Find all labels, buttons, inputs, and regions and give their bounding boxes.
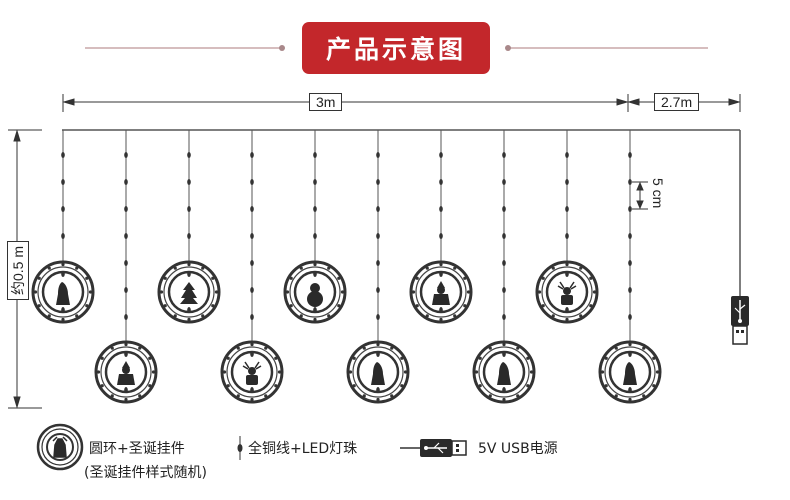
ornament-ring xyxy=(94,340,158,404)
led-bead xyxy=(187,233,191,239)
led-bead xyxy=(502,287,506,293)
page-title: 产品示意图 xyxy=(302,22,490,74)
led-bead xyxy=(187,179,191,185)
ornament-ring xyxy=(346,340,410,404)
led-bead xyxy=(313,233,317,239)
width-dimension xyxy=(62,94,741,112)
led-bead xyxy=(250,152,254,158)
led-bead xyxy=(124,152,128,158)
ornament-ring xyxy=(220,340,284,404)
led-bead xyxy=(376,314,380,320)
led-bead xyxy=(250,233,254,239)
snowman-icon xyxy=(307,283,323,307)
led-bead xyxy=(502,179,506,185)
height-label: 约0.5 m xyxy=(7,240,29,300)
ornament-ring xyxy=(535,260,599,324)
led-strands xyxy=(31,130,662,404)
spacing-label: 5 cm xyxy=(650,178,666,209)
title-right-dot xyxy=(505,45,511,51)
legend-wire-icon xyxy=(237,436,243,460)
title-left-dot xyxy=(279,45,285,51)
led-bead xyxy=(124,206,128,212)
led-bead xyxy=(439,233,443,239)
ornament-ring xyxy=(157,260,221,324)
led-bead xyxy=(376,152,380,158)
led-bead xyxy=(187,152,191,158)
led-bead xyxy=(61,233,65,239)
led-bead xyxy=(439,179,443,185)
led-bead xyxy=(502,152,506,158)
ornament-ring xyxy=(31,260,95,324)
lead-length-label: 2.7m xyxy=(654,93,700,111)
led-bead xyxy=(250,260,254,266)
led-bead xyxy=(565,233,569,239)
led-bead xyxy=(61,179,65,185)
bell-icon xyxy=(623,362,637,385)
usb-plug-icon xyxy=(731,296,749,345)
led-bead xyxy=(313,152,317,158)
led-bead xyxy=(61,152,65,158)
santa-icon xyxy=(117,361,135,385)
legend-ring-note: (圣诞挂件样式随机) xyxy=(84,465,207,481)
legend-ring-icon xyxy=(36,423,84,471)
led-bead xyxy=(565,152,569,158)
bell-icon xyxy=(497,362,511,385)
led-bead xyxy=(124,179,128,185)
led-bead xyxy=(628,287,632,293)
led-bead xyxy=(565,179,569,185)
led-bead xyxy=(313,206,317,212)
led-bead xyxy=(502,233,506,239)
legend-usb-label: 5V USB电源 xyxy=(478,441,558,457)
led-bead xyxy=(124,314,128,320)
led-bead xyxy=(502,260,506,266)
led-bead xyxy=(439,152,443,158)
led-bead xyxy=(313,179,317,185)
led-bead xyxy=(502,314,506,320)
legend-wire-label: 全铜线+LED灯珠 xyxy=(248,441,358,457)
led-bead xyxy=(628,152,632,158)
ornament-ring xyxy=(472,340,536,404)
spacing-dimension xyxy=(632,181,648,210)
led-bead xyxy=(628,206,632,212)
led-bead xyxy=(376,179,380,185)
main-length-label: 3m xyxy=(309,93,343,111)
ornament-ring xyxy=(283,260,347,324)
led-bead xyxy=(376,260,380,266)
led-bead xyxy=(61,206,65,212)
legend-usb-icon xyxy=(400,439,467,457)
bell-icon xyxy=(56,282,70,305)
led-bead xyxy=(187,206,191,212)
led-bead xyxy=(376,287,380,293)
led-bead xyxy=(124,260,128,266)
led-bead xyxy=(250,206,254,212)
bell-icon xyxy=(371,362,385,385)
led-bead xyxy=(502,206,506,212)
led-bead xyxy=(439,206,443,212)
led-bead xyxy=(376,233,380,239)
reindeer-icon xyxy=(557,281,577,305)
led-bead xyxy=(628,233,632,239)
led-bead xyxy=(250,179,254,185)
led-bead xyxy=(124,233,128,239)
led-bead xyxy=(628,179,632,185)
led-bead xyxy=(565,206,569,212)
led-bead xyxy=(628,260,632,266)
santa-icon xyxy=(432,281,450,305)
led-bead xyxy=(250,314,254,320)
legend-ring-label: 圆环+圣诞挂件 xyxy=(89,441,185,457)
led-bead xyxy=(250,287,254,293)
led-bead xyxy=(376,206,380,212)
led-bead xyxy=(628,314,632,320)
led-bead xyxy=(124,287,128,293)
tree-icon xyxy=(180,282,198,304)
ornament-ring xyxy=(409,260,473,324)
reindeer-icon xyxy=(242,361,262,385)
ornament-ring xyxy=(598,340,662,404)
